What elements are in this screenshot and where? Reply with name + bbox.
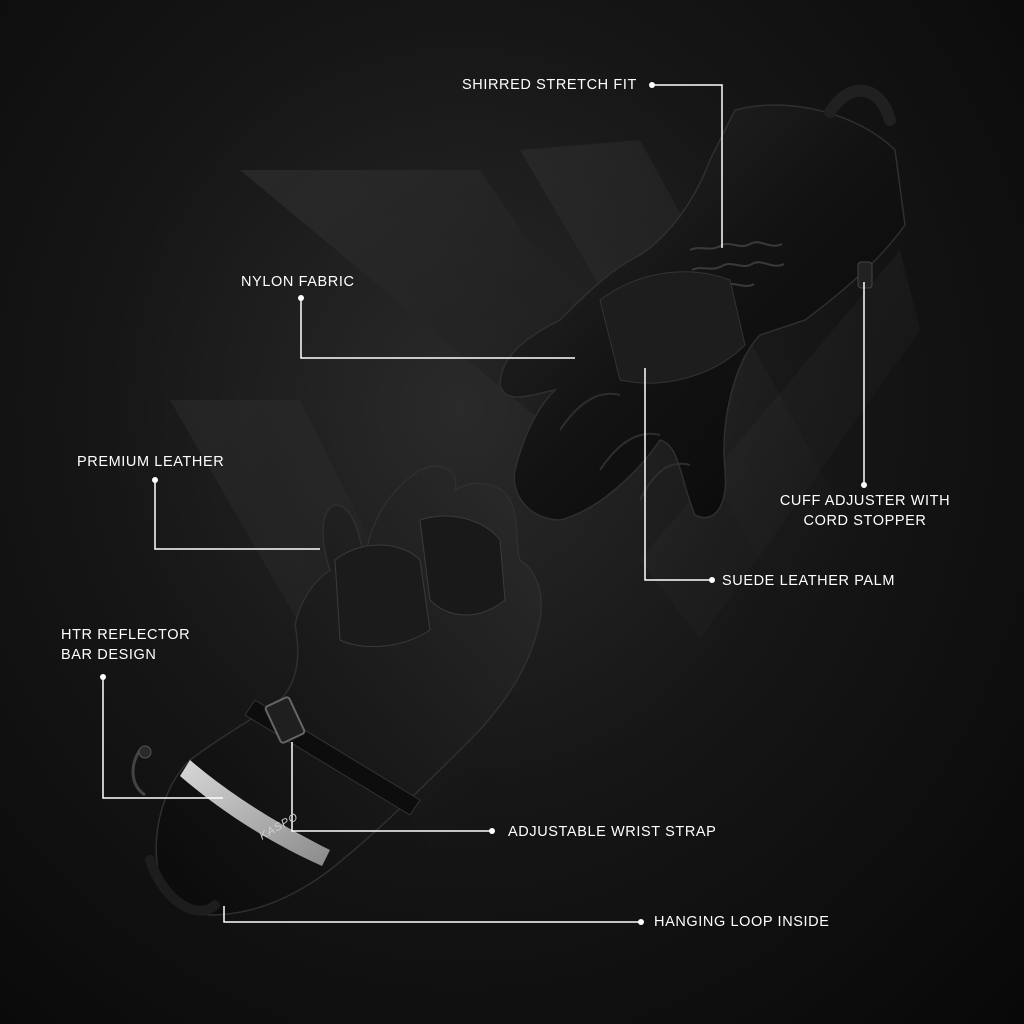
callout-lines — [102, 84, 865, 923]
leader-premium — [154, 480, 320, 550]
label-htr-line1: HTR REFLECTOR — [61, 627, 191, 643]
label-cuff-line2: CORD STOPPER — [803, 513, 927, 529]
label-cuff-adjuster: CUFF ADJUSTER WITH CORD STOPPER — [775, 491, 955, 531]
leader-suede — [644, 368, 712, 581]
label-hanging-loop-inside: HANGING LOOP INSIDE — [654, 914, 830, 930]
label-nylon-fabric: NYLON FABRIC — [241, 274, 355, 290]
label-cuff-line1: CUFF ADJUSTER WITH — [779, 493, 951, 509]
label-shirred-stretch-fit: SHIRRED STRETCH FIT — [462, 77, 637, 93]
glove-lower — [131, 465, 542, 916]
leader-htr — [102, 677, 223, 799]
leader-loop — [223, 906, 641, 923]
callout-dots — [100, 82, 867, 925]
label-suede-leather-palm: SUEDE LEATHER PALM — [722, 573, 896, 589]
label-htr-line2: BAR DESIGN — [61, 647, 157, 663]
label-premium-leather: PREMIUM LEATHER — [77, 454, 225, 470]
leader-shirred — [652, 84, 723, 248]
label-adjustable-wrist-strap: ADJUSTABLE WRIST STRAP — [508, 824, 717, 840]
glove-upper — [499, 84, 906, 521]
label-htr-reflector: HTR REFLECTOR BAR DESIGN — [61, 625, 190, 665]
leader-nylon — [300, 298, 575, 359]
leader-wrist — [291, 742, 492, 832]
